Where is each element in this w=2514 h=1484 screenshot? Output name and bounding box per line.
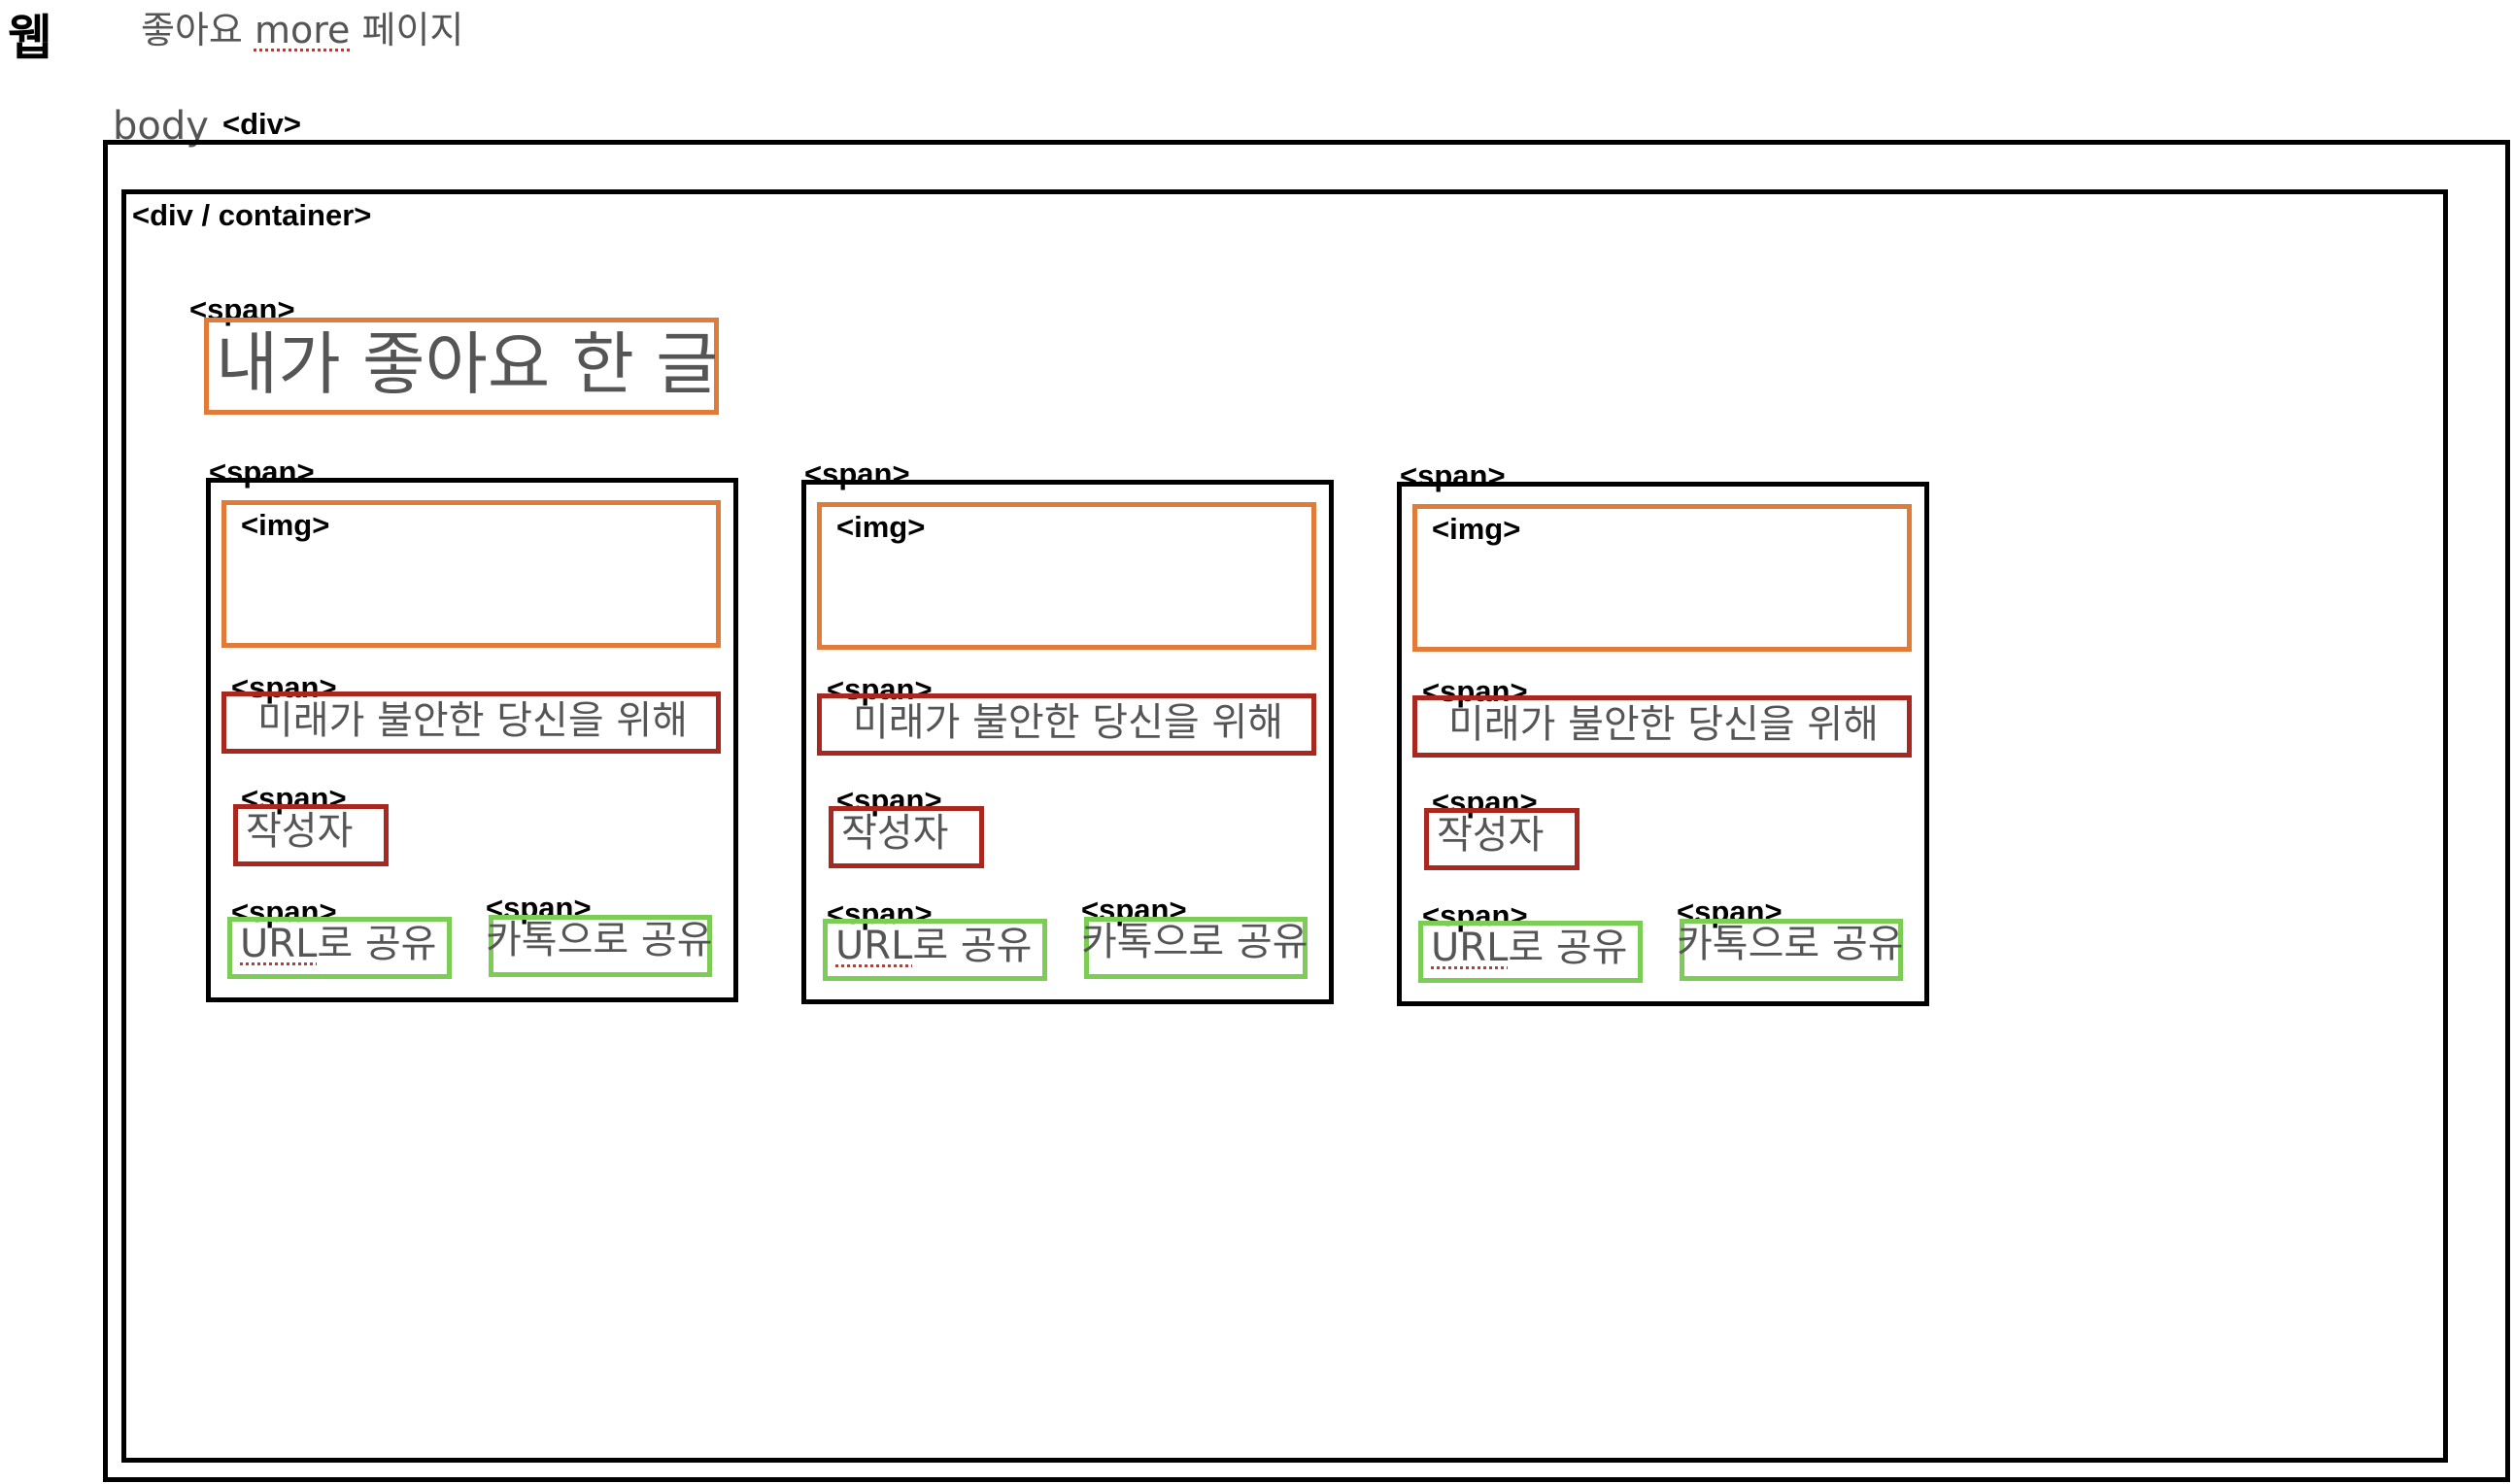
share-kakao-box[interactable] (489, 915, 712, 977)
card[interactable] (801, 480, 1334, 1004)
page-title-suffix: 페이지 (361, 9, 464, 51)
card-image-box (817, 502, 1316, 650)
div-tag-label: <div> (222, 107, 301, 141)
share-url-suffix: 로 공유 (317, 922, 437, 966)
share-url-text[interactable]: URL로 공유 (240, 925, 436, 963)
title-span-tag: <span> (231, 670, 337, 704)
card-title-text: 미래가 불안한 당신을 위해 (257, 698, 688, 743)
img-tag-label: <img> (836, 510, 926, 544)
card-author-text: 작성자 (1437, 813, 1545, 858)
share-kakao-text[interactable]: 카톡으로 공유 (486, 918, 713, 962)
share-url-suffix: 로 공유 (1508, 926, 1628, 970)
share-url-suffix: 로 공유 (912, 924, 1033, 968)
share-url-text[interactable]: URL로 공유 (835, 927, 1032, 965)
container-tag-label: <div / container> (132, 198, 372, 232)
page-title-prefix: 좋아요 (141, 9, 243, 51)
heading-box (204, 318, 719, 415)
share-kakao-box[interactable] (1680, 919, 1903, 981)
body-label: body (113, 104, 209, 149)
share-url-prefix: URL (240, 922, 318, 966)
card-author-text: 작성자 (246, 809, 354, 854)
card[interactable] (1397, 482, 1929, 1006)
share-url-box[interactable] (227, 917, 452, 979)
share-url-prefix: URL (1431, 926, 1509, 970)
share-url-prefix: URL (835, 924, 913, 968)
img-tag-label: <img> (1432, 512, 1521, 546)
page-title: 좋아요 more 페이지 (141, 12, 463, 49)
card-author-box (1424, 808, 1580, 870)
card-title-box (1412, 695, 1912, 758)
card[interactable] (206, 478, 738, 1002)
card-author-box (829, 806, 984, 868)
container-div (121, 189, 2448, 1463)
title-span-tag: <span> (1422, 674, 1528, 708)
share-url-box[interactable] (823, 919, 1047, 981)
heading-text: 내가 좋아요 한 글 (216, 324, 719, 404)
share-kakao-box[interactable] (1084, 917, 1308, 979)
share-kakao-text[interactable]: 카톡으로 공유 (1081, 920, 1308, 964)
card-title-box (221, 691, 721, 754)
outer-div (103, 140, 2510, 1482)
share-kakao-text[interactable]: 카톡으로 공유 (1677, 922, 1904, 966)
page-title-more: more (254, 9, 351, 51)
card-title-box (817, 693, 1316, 756)
title-span-tag: <span> (827, 672, 933, 706)
card-image-box (1412, 504, 1912, 652)
share-url-text[interactable]: URL로 공유 (1431, 928, 1627, 967)
share-url-box[interactable] (1418, 921, 1643, 983)
card-title-text: 미래가 불안한 당신을 위해 (853, 700, 1283, 745)
card-author-box (233, 804, 389, 866)
platform-label: 웹 (8, 10, 52, 66)
card-title-text: 미래가 불안한 당신을 위해 (1448, 702, 1879, 747)
img-tag-label: <img> (241, 508, 330, 542)
card-image-box (221, 500, 721, 648)
card-author-text: 작성자 (841, 811, 949, 856)
